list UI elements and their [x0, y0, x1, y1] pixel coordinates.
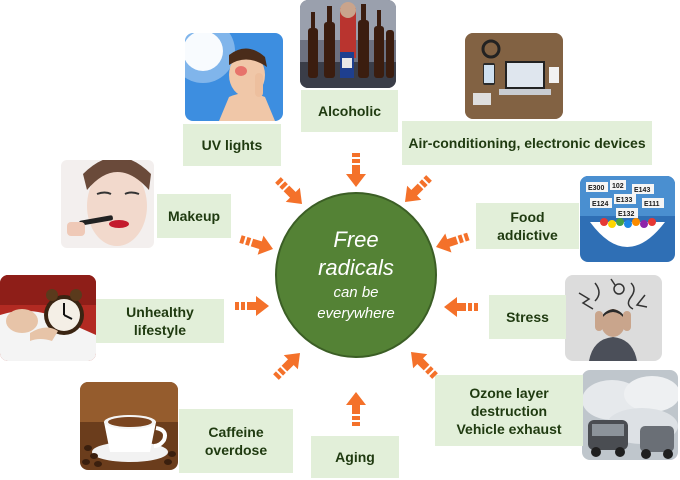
traffic-smog-photo: [582, 370, 678, 460]
food-code-label: E143: [634, 187, 650, 194]
factor-air-conditioning: Air-conditioning, electronic devices: [402, 121, 652, 165]
food-code-label: 102: [612, 183, 624, 190]
arrow-from-stress-icon: [444, 297, 478, 317]
factor-ozone-vehicle: Ozone layer destruction Vehicle exhaust: [435, 375, 583, 446]
lipstick-photo: [61, 160, 154, 248]
sunburn-photo: [185, 33, 283, 121]
factor-uv-lights: UV lights: [183, 124, 281, 166]
center-subtitle-line1: can be: [333, 284, 379, 301]
arrow-from-makeup-icon: [237, 229, 276, 259]
factor-makeup: Makeup: [157, 194, 231, 238]
coffee-cup-photo: [80, 382, 178, 470]
food-code-label: E132: [618, 211, 634, 218]
additives-bowl-photo: E300 102 E143 E124 E133 E111 E132: [580, 176, 675, 262]
alarm-clock-photo: [0, 275, 96, 361]
arrow-from-lifestyle-icon: [235, 296, 269, 316]
food-code-label: E124: [592, 201, 608, 208]
bottles-photo: [300, 0, 396, 88]
factor-food-additive: Food addictive: [476, 203, 579, 249]
center-subtitle-line2: everywhere: [317, 305, 395, 322]
arrow-from-aging-icon: [346, 392, 366, 426]
arrow-from-alcoholic-icon: [346, 153, 366, 187]
food-code-label: E111: [644, 201, 660, 208]
free-radicals-circle: [275, 192, 437, 358]
food-code-label: E133: [616, 197, 632, 204]
factor-stress: Stress: [489, 295, 566, 339]
center-text-block: Free radicals can be everywhere: [278, 195, 434, 355]
center-title-line1: Free: [333, 227, 379, 252]
factor-unhealthy-lifestyle: Unhealthy lifestyle: [96, 299, 224, 343]
arrow-from-food-icon: [432, 226, 472, 257]
devices-photo: [465, 33, 563, 119]
factor-alcoholic: Alcoholic: [301, 90, 398, 132]
factor-caffeine: Caffeine overdose: [179, 409, 293, 473]
factor-aging: Aging: [311, 436, 399, 478]
food-code-label: E300: [588, 185, 604, 192]
center-title-line2: radicals: [318, 255, 394, 280]
stressed-man-photo: [565, 275, 662, 361]
